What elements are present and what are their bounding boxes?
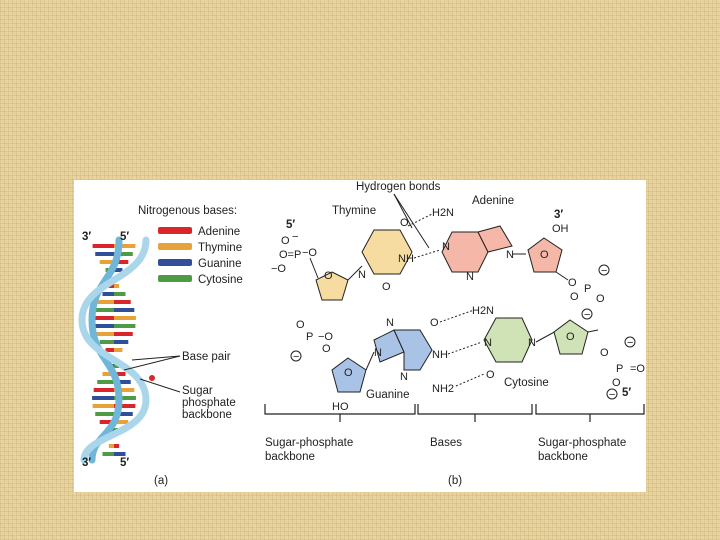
strand-bottom-right-label: 5′	[120, 457, 129, 469]
sugar-label-line-1: Sugar	[182, 385, 213, 397]
svg-text:N: N	[374, 347, 382, 359]
svg-text:−: −	[601, 265, 607, 277]
svg-text:P: P	[306, 331, 313, 343]
svg-text:−: −	[609, 389, 615, 401]
strand-top-right-label: 5′	[120, 231, 129, 243]
svg-text:O: O	[344, 367, 353, 379]
svg-text:−O: −O	[271, 263, 286, 275]
guanine-label: Guanine	[366, 389, 409, 401]
legend-label-guanine: Guanine	[198, 258, 241, 270]
adenine-swatch	[158, 227, 192, 234]
svg-text:O: O	[486, 369, 495, 381]
dna-figure: 3′ 5′ 3′ 5′ Nitrogenous bases: Adenine T…	[74, 180, 646, 492]
svg-text:O: O	[430, 317, 439, 329]
svg-text:N: N	[358, 269, 366, 281]
hydrogen-bonds-bottom	[440, 310, 484, 386]
legend-title: Nitrogenous bases:	[138, 205, 237, 217]
svg-text:O: O	[596, 293, 605, 305]
legend-label-cytosine: Cytosine	[198, 274, 243, 286]
svg-text:−: −	[292, 231, 298, 243]
legend: Adenine Thymine Guanine Cytosine	[158, 226, 243, 286]
svg-text:O: O	[400, 217, 409, 229]
ho-label: HO	[332, 401, 349, 413]
strand-top-left-label: 3′	[82, 231, 91, 243]
phosphate-top-right: O P − O − O	[568, 265, 609, 321]
adenine-h2n: H2N	[432, 207, 454, 219]
legend-item-cytosine: Cytosine	[158, 274, 243, 286]
svg-text:P: P	[616, 363, 623, 375]
svg-text:N: N	[466, 271, 474, 283]
svg-text:N: N	[386, 317, 394, 329]
hydrogen-bonds-top	[408, 214, 440, 258]
svg-text:O: O	[570, 291, 579, 303]
svg-text:=O: =O	[630, 363, 645, 375]
phosphate-bottom-left: O P −O − O	[291, 319, 333, 363]
guanine-swatch	[158, 259, 192, 266]
panel-b-caption: (b)	[448, 475, 462, 487]
guanine-nh: NH	[432, 349, 448, 361]
svg-text:−: −	[584, 309, 590, 321]
svg-text:O: O	[612, 377, 621, 389]
svg-text:−: −	[627, 337, 633, 349]
sugar-label-line-3: backbone	[182, 409, 232, 421]
thymine-swatch	[158, 243, 192, 250]
svg-text:−O: −O	[302, 247, 317, 259]
phosphate-top-left: O− O=P −O −O	[271, 231, 318, 278]
svg-text:O: O	[568, 277, 577, 289]
svg-text:P: P	[584, 283, 591, 295]
sugar-label-line-2: phosphate	[182, 397, 236, 409]
thymine-label: Thymine	[332, 205, 376, 217]
cytosine-h2n: H2N	[472, 305, 494, 317]
svg-text:O: O	[600, 347, 609, 359]
legend-label-thymine: Thymine	[198, 242, 242, 254]
panel-a-caption: (a)	[154, 475, 168, 487]
bracket-left-label-2: backbone	[265, 451, 315, 463]
svg-text:N: N	[528, 337, 536, 349]
oh-label: OH	[552, 223, 569, 235]
svg-text:O: O	[382, 281, 391, 293]
bracket-mid	[418, 404, 532, 422]
svg-text:N: N	[484, 337, 492, 349]
bracket-right-label-1: Sugar-phosphate	[538, 437, 626, 449]
adenine-label: Adenine	[472, 195, 514, 207]
svg-text:−O: −O	[318, 331, 333, 343]
prime-3-top-label: 3′	[554, 209, 563, 221]
sugar-marker	[149, 375, 155, 381]
base-pair-label: Base pair	[182, 351, 231, 363]
legend-item-thymine: Thymine	[158, 242, 242, 254]
thymine-nh: NH	[398, 253, 414, 265]
strand-bottom-left-label: 3′	[82, 457, 91, 469]
legend-item-guanine: Guanine	[158, 258, 241, 270]
bracket-right	[536, 404, 644, 422]
dna-figure-svg: 3′ 5′ 3′ 5′ Nitrogenous bases: Adenine T…	[74, 180, 646, 492]
svg-text:O: O	[540, 249, 549, 261]
svg-text:O: O	[566, 331, 575, 343]
thymine-ring	[362, 230, 412, 274]
bracket-mid-label: Bases	[430, 437, 462, 449]
prime-5-top-label: 5′	[286, 219, 295, 231]
bracket-left-label-1: Sugar-phosphate	[265, 437, 353, 449]
bracket-right-label-2: backbone	[538, 451, 588, 463]
svg-text:O: O	[324, 270, 333, 282]
svg-text:N: N	[442, 241, 450, 253]
svg-text:O: O	[281, 235, 290, 247]
guanine-nh2: NH2	[432, 383, 454, 395]
legend-item-adenine: Adenine	[158, 226, 240, 238]
svg-text:N: N	[506, 249, 514, 261]
svg-text:O=P: O=P	[279, 249, 301, 261]
svg-text:O: O	[322, 343, 331, 355]
cytosine-label: Cytosine	[504, 377, 549, 389]
hydrogen-bonds-label: Hydrogen bonds	[356, 181, 441, 193]
legend-label-adenine: Adenine	[198, 226, 240, 238]
cytosine-swatch	[158, 275, 192, 282]
svg-text:O: O	[296, 319, 305, 331]
svg-text:N: N	[400, 371, 408, 383]
svg-text:−: −	[293, 351, 299, 363]
prime-5-bottom-label: 5′	[622, 387, 631, 399]
double-helix	[82, 240, 146, 460]
